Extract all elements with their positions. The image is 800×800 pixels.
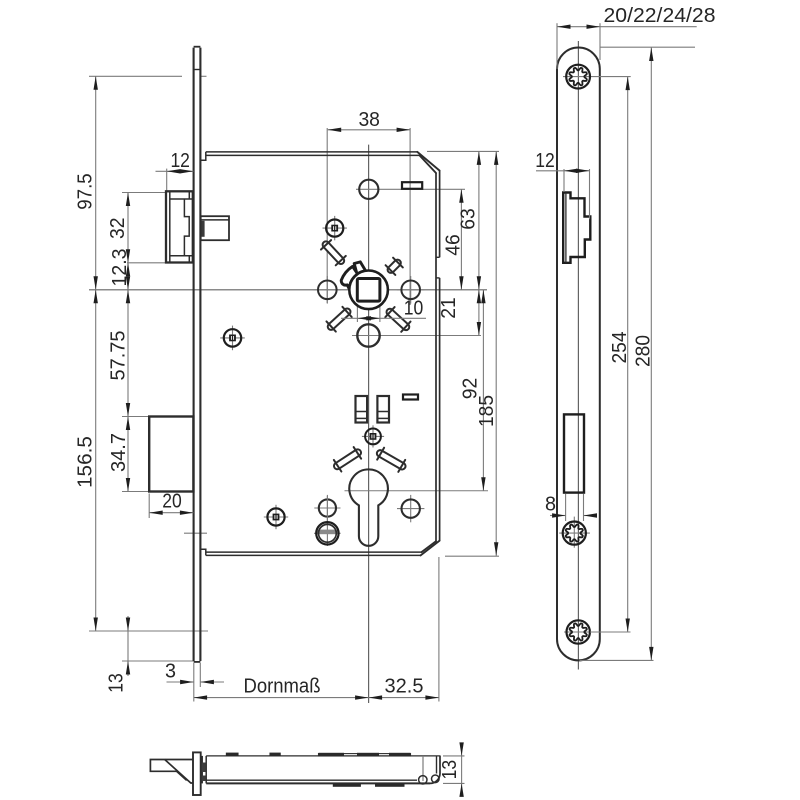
svg-text:57.75: 57.75 (108, 331, 130, 381)
svg-text:32.5: 32.5 (385, 675, 424, 697)
svg-text:10: 10 (404, 298, 424, 320)
svg-text:46: 46 (442, 234, 464, 256)
svg-text:Dornmaß: Dornmaß (244, 675, 321, 697)
svg-text:92: 92 (459, 378, 481, 400)
svg-text:3: 3 (165, 661, 176, 683)
svg-text:32: 32 (107, 218, 129, 240)
svg-text:156.5: 156.5 (74, 436, 96, 488)
svg-text:12.3: 12.3 (109, 249, 131, 287)
svg-text:12: 12 (170, 150, 190, 172)
svg-text:34.7: 34.7 (108, 433, 130, 472)
svg-text:21: 21 (438, 297, 460, 319)
svg-text:38: 38 (358, 109, 380, 131)
svg-text:13: 13 (439, 760, 461, 780)
svg-text:12: 12 (535, 150, 555, 172)
svg-text:20/22/24/28: 20/22/24/28 (604, 5, 716, 27)
svg-text:185: 185 (476, 395, 498, 427)
svg-text:63: 63 (457, 208, 479, 230)
svg-text:254: 254 (609, 332, 631, 364)
svg-text:97.5: 97.5 (74, 173, 96, 210)
svg-text:20: 20 (162, 491, 182, 513)
svg-text:8: 8 (545, 494, 556, 516)
svg-text:280: 280 (632, 335, 654, 367)
svg-text:13: 13 (106, 673, 128, 693)
